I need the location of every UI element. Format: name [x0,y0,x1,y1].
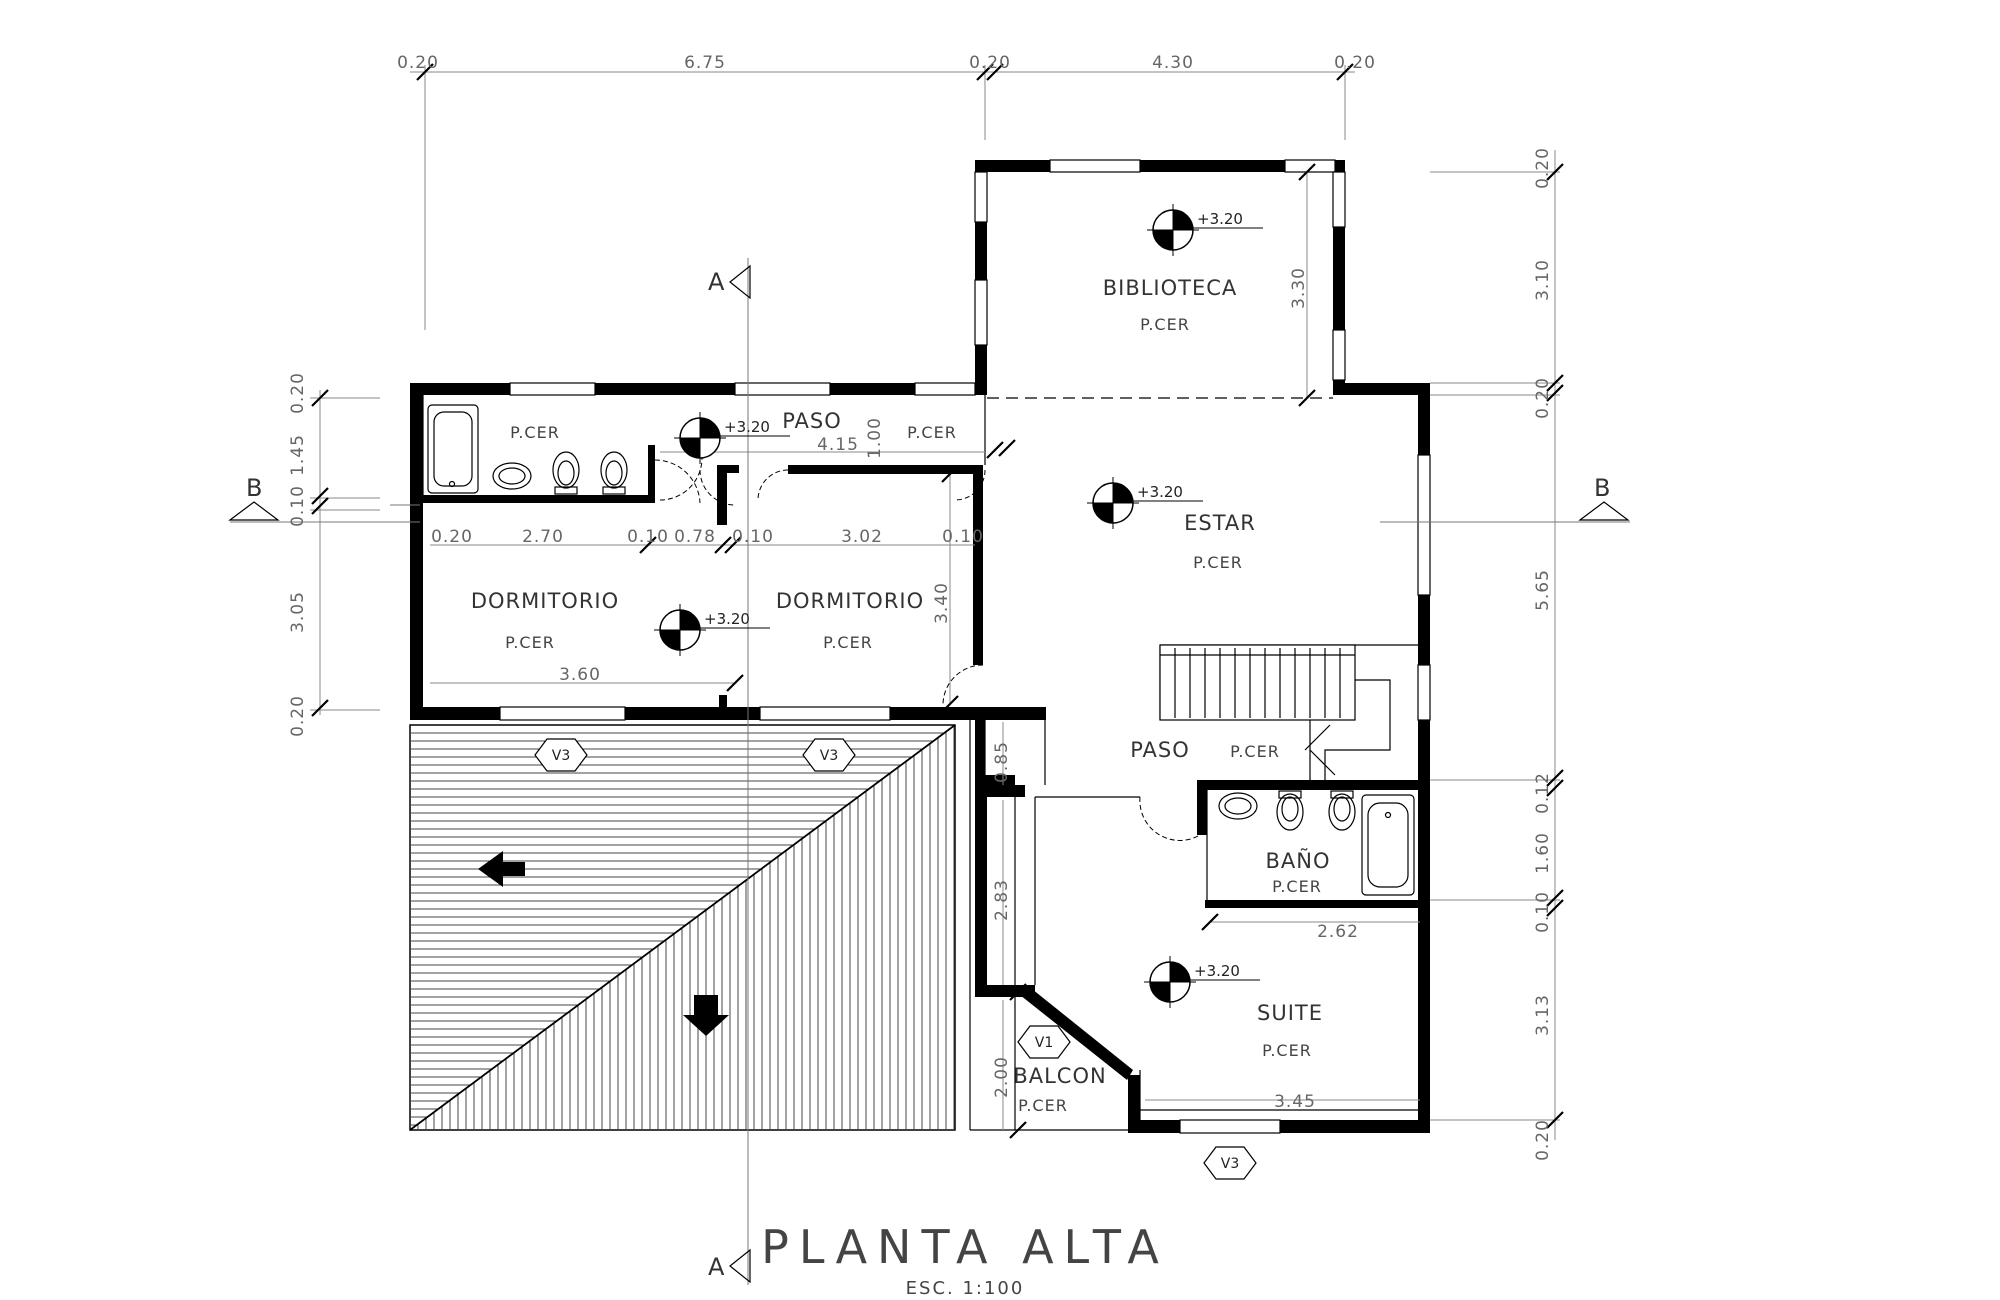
dim-row-3: 0.10 [627,527,669,547]
window-tag-v3-1: V3 [534,738,588,772]
floor-finish-estar: P.CER [1193,553,1243,572]
floor-finish-bath-upper: P.CER [510,423,560,442]
room-name-dormitorio-1: DORMITORIO [471,589,619,613]
room-name-paso-middle: PASO [1130,738,1190,762]
floor-finish-suite: P.CER [1262,1041,1312,1060]
windows [499,159,1431,1134]
roof-slope-arrow-down-icon [683,995,729,1036]
floor-finish-dormitorio-2: P.CER [823,633,873,652]
dim-left-4: 3.05 [288,591,308,633]
level-value: +3.20 [704,610,750,628]
window-tag-v1: V1 [1017,1025,1071,1059]
dim-biblioteca-height: 3.30 [1289,267,1309,309]
floor-finish-balcon: P.CER [1018,1096,1068,1115]
floor-finish-bano: P.CER [1272,877,1322,896]
dim-row-5: 0.10 [732,527,774,547]
bathtub-icon [427,404,479,494]
window-tag-v3-2: V3 [802,738,856,772]
dim-row-2: 2.70 [522,527,564,547]
window-tag-v3-3: V3 [1203,1146,1257,1180]
room-name-balcon: BALCON [1013,1064,1106,1088]
dim-top-2: 6.75 [684,53,726,73]
room-name-dormitorio-2: DORMITORIO [776,589,924,613]
dim-bano-width: 2.62 [1317,922,1359,942]
dimension-lines [310,63,1564,1140]
dim-suite-left: 2.83 [992,879,1012,921]
level-value: +3.20 [1137,483,1183,501]
bidet-icon [552,451,580,495]
toilet-icon [600,451,628,495]
dim-right-1: 0.20 [1533,147,1553,189]
level-value: +3.20 [724,418,770,436]
window-tag-label: V3 [820,748,838,764]
dimension-texts: 0.20 6.75 0.20 4.30 0.20 0.20 3.10 0.20 … [288,53,1553,1161]
floor-finish-paso-upper: P.CER [907,423,957,442]
level-value: +3.20 [1194,962,1240,980]
dim-left-3: 0.10 [288,485,308,527]
room-name-suite: SUITE [1257,1001,1323,1025]
doors [654,457,1201,841]
section-line-a [729,258,751,1285]
dim-dorm-height: 3.40 [932,582,952,624]
window-tag-label: V3 [552,748,570,764]
section-label-a-bottom: A [708,1253,725,1281]
sink-icon [1218,792,1258,820]
level-marker-icon: +3.20 [1087,477,1203,529]
window-tag-label: V1 [1035,1035,1053,1051]
dim-right-3: 0.20 [1533,377,1553,419]
bathtub-icon [1361,794,1415,896]
window-tag-label: V3 [1221,1156,1239,1172]
drawing-scale: ESC. 1:100 [906,1278,1025,1299]
dim-row-6: 3.02 [841,527,883,547]
dim-top-5: 0.20 [1334,53,1376,73]
level-marker-icon: +3.20 [654,604,770,656]
dim-row-1: 0.20 [431,527,473,547]
dim-right-9: 0.20 [1533,1119,1553,1161]
stairs [1159,644,1391,785]
dim-right-7: 0.10 [1533,891,1553,933]
bidet-icon [1276,790,1304,831]
section-label-a-top: A [708,268,725,296]
roof-slope-arrow-left-icon [478,851,525,887]
dim-left-2: 1.45 [288,434,308,476]
room-name-paso-upper: PASO [782,409,842,433]
level-marker-icon: +3.20 [1144,956,1260,1008]
sink-icon [492,462,532,490]
floor-finish-dormitorio-1: P.CER [505,633,555,652]
floor-finish-biblioteca: P.CER [1140,315,1190,334]
dim-paso-height: 1.00 [865,417,885,459]
dim-row-4: 0.78 [674,527,716,547]
dim-dorm-width: 3.60 [559,665,601,685]
roof-area [409,724,956,1131]
level-marker-icon: +3.20 [1147,204,1263,256]
dim-right-6: 1.60 [1533,832,1553,874]
room-name-biblioteca: BIBLIOTECA [1103,276,1238,300]
toilet-icon [1328,790,1356,831]
level-marker-icon: +3.20 [674,412,790,464]
section-line-b [228,501,1630,523]
level-value: +3.20 [1197,210,1243,228]
dim-left-5: 0.20 [288,695,308,737]
dim-passage-height: 0.85 [992,741,1012,783]
dim-right-8: 3.13 [1533,994,1553,1036]
dim-row-7: 0.10 [942,527,984,547]
floor-finish-paso-middle: P.CER [1230,742,1280,761]
section-label-b-right: B [1594,474,1610,502]
section-label-b-left: B [246,474,262,502]
dim-suite-width: 3.45 [1274,1092,1316,1112]
drawing-title: PLANTA ALTA [761,1220,1169,1274]
dim-right-5: 0.12 [1533,772,1553,814]
dim-balcon-height: 2.00 [992,1056,1012,1098]
dim-top-4: 4.30 [1152,53,1194,73]
dim-left-1: 0.20 [288,372,308,414]
room-name-estar: ESTAR [1184,511,1256,535]
dim-right-2: 3.10 [1533,259,1553,301]
dim-paso-width: 4.15 [817,435,859,455]
dim-top-3: 0.20 [969,53,1011,73]
room-name-bano: BAÑO [1265,847,1330,873]
dim-top-1: 0.20 [397,53,439,73]
dim-right-4: 5.65 [1533,569,1553,611]
